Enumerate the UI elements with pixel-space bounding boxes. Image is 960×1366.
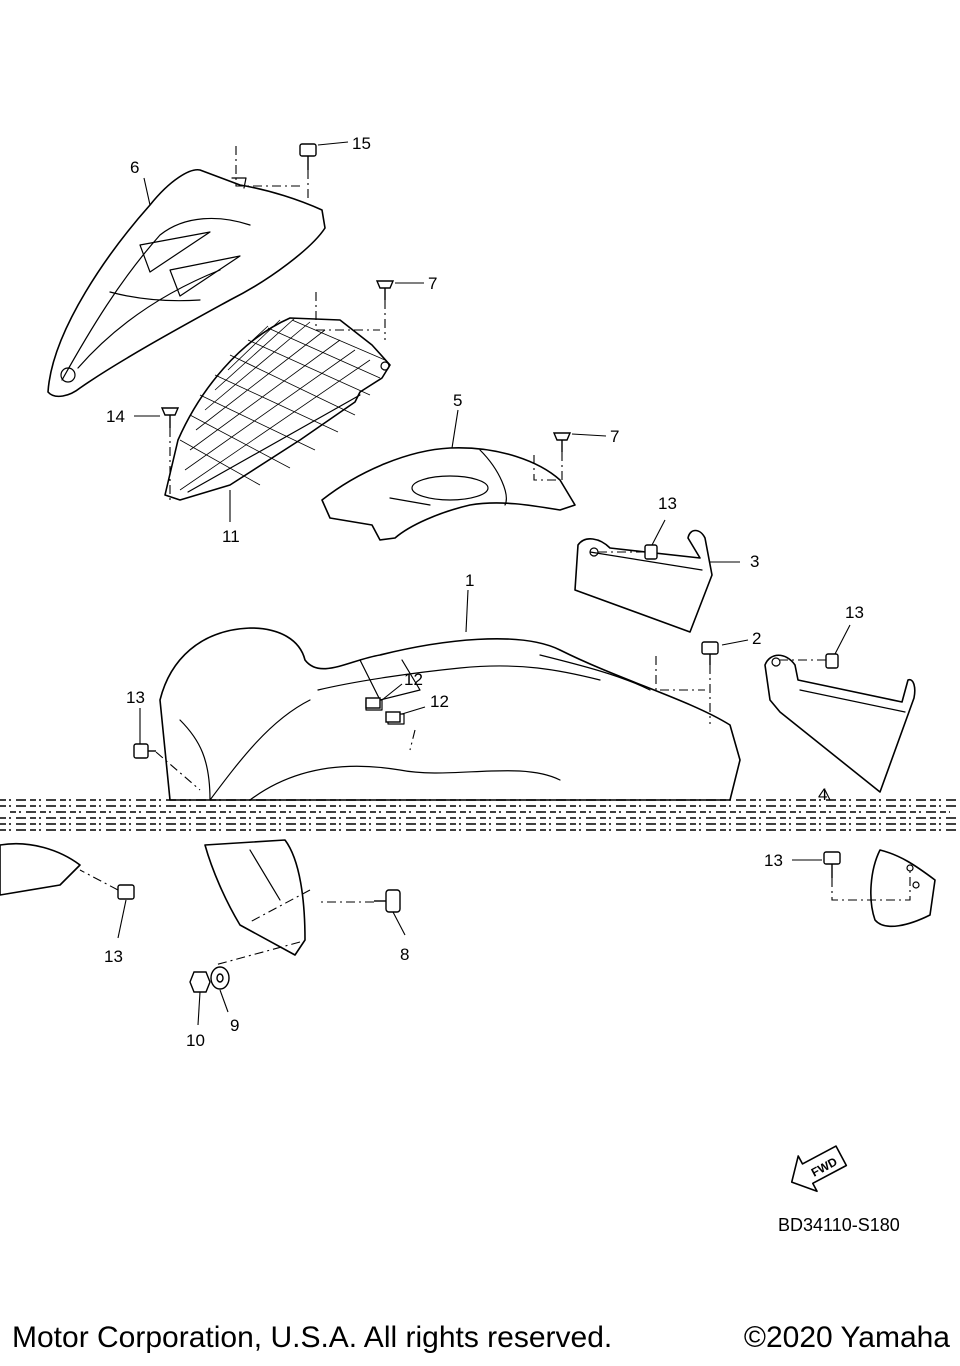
callout-10: 10 [186,1031,205,1050]
assembly-lines [79,146,911,966]
callout-13-e: 13 [764,851,783,870]
fwd-arrow-icon: FWD [790,1145,848,1193]
fastener-13-bolt-c [133,743,156,759]
callout-11: 11 [222,527,240,546]
front-fender-lower [0,839,936,956]
fastener-8-bolt [374,889,401,913]
front-cowl-part-6 [47,169,326,398]
fastener-12-clip-a [365,697,381,709]
callout-4: 4 [818,785,827,804]
fastener-15-bolt [299,143,317,170]
callout-2: 2 [752,629,761,648]
fastener-14-rivet [160,407,180,428]
callout-8: 8 [400,945,409,964]
callout-3: 3 [750,552,759,571]
bracket-part-3 [574,529,713,633]
fastener-7-rivet-b [552,432,572,452]
callout-13-d: 13 [104,947,123,966]
fastener-13-bolt-d [117,884,135,900]
callout-labels: 6 15 7 7 14 5 11 13 3 1 2 13 13 12 12 4 … [104,134,864,1050]
callout-1: 1 [465,571,474,590]
cover-part-5 [321,447,576,541]
fastener-7-rivet-a [375,280,395,300]
copyright-text: Motor Corporation, U.S.A. All rights res… [12,1321,613,1354]
fastener-12-clip-b [385,711,401,723]
grille-part-11 [164,317,391,501]
diagram-code: BD34110-S180 [778,1215,900,1235]
callout-13-b: 13 [845,603,864,622]
fastener-9-washer [210,966,230,990]
callout-12-b: 12 [430,692,449,711]
callout-9: 9 [230,1016,239,1035]
copyright-year: ©2020 Yamaha [743,1321,950,1354]
callout-13-a: 13 [658,494,677,513]
callout-6: 6 [130,158,139,177]
fastener-2-bolt [701,641,719,665]
scan-glitch-band [0,799,960,831]
bracket-part-4 [764,654,916,793]
callout-15: 15 [352,134,371,153]
front-fender-part-1 [159,627,741,801]
callout-14: 14 [106,407,125,426]
callout-7-a: 7 [428,274,437,293]
callout-13-c: 13 [126,688,145,707]
callout-5: 5 [453,391,462,410]
callout-12-a: 12 [404,670,423,689]
callout-7-b: 7 [610,427,619,446]
fastener-13-bolt-a [644,544,658,560]
callout-leaders [117,141,851,1026]
fastener-13-bolt-b [825,653,839,669]
fastener-13-bolt-e [823,851,841,878]
fastener-10-nut [189,971,211,993]
